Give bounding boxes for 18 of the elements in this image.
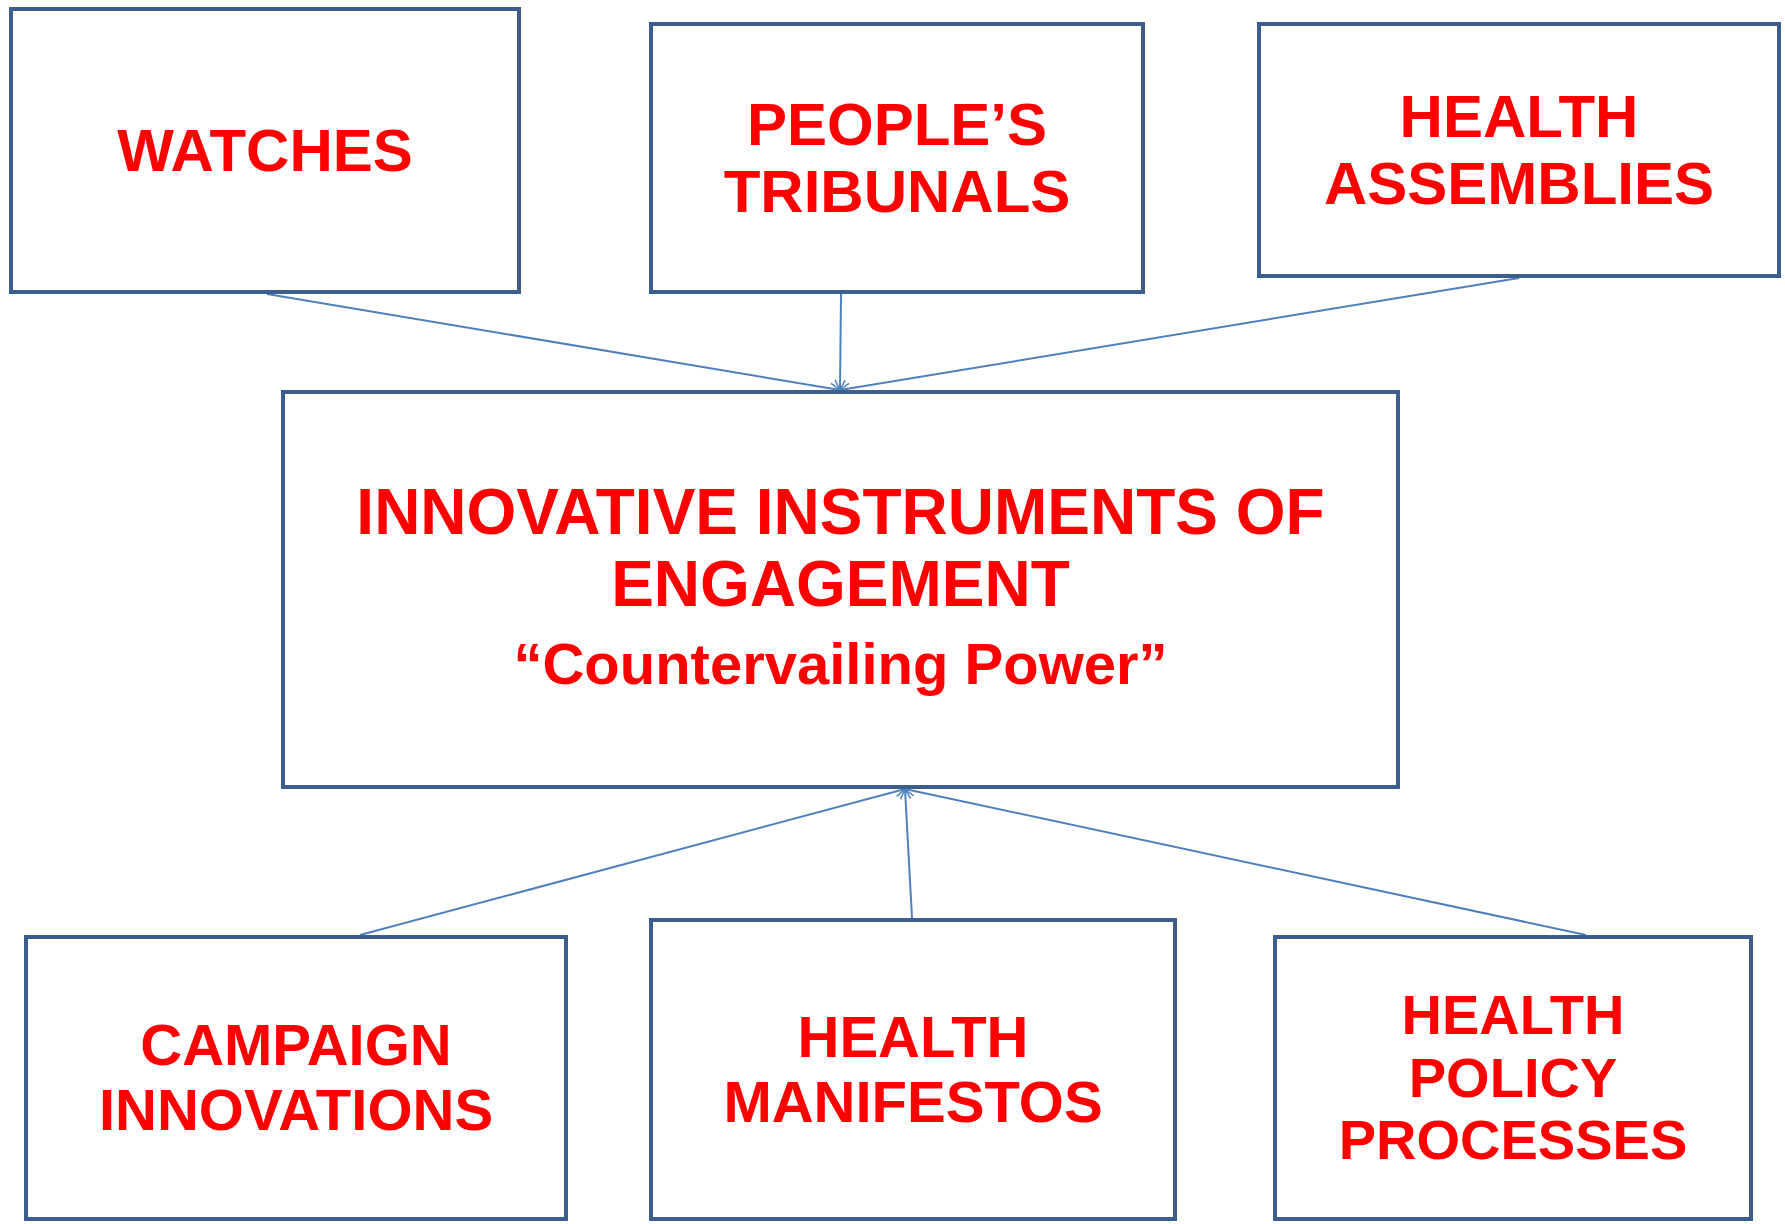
arrow [899, 788, 913, 919]
arrow [834, 293, 846, 391]
box-title: INNOVATIVE INSTRUMENTS OF ENGAGEMENT [355, 477, 1326, 621]
box-subtitle: “Countervailing Power” [513, 630, 1168, 699]
text-box [1257, 22, 1781, 278]
box-title: CAMPAIGN INNOVATIONS [97, 1013, 495, 1143]
box-title: WATCHES [117, 116, 413, 185]
text-box [24, 935, 568, 1221]
box-title: PEOPLE’S TRIBUNALS [722, 90, 1072, 226]
text-box [649, 22, 1145, 294]
text-box [1273, 935, 1753, 1221]
text-box [281, 390, 1400, 789]
box-title: HEALTH ASSEMBLIES [1322, 82, 1716, 218]
box-title: HEALTH MANIFESTOS [722, 1004, 1104, 1135]
arrow [359, 786, 906, 936]
box-title: HEALTH POLICY PROCESSES [1337, 983, 1689, 1173]
text-box [649, 918, 1177, 1221]
text-box [9, 7, 521, 294]
